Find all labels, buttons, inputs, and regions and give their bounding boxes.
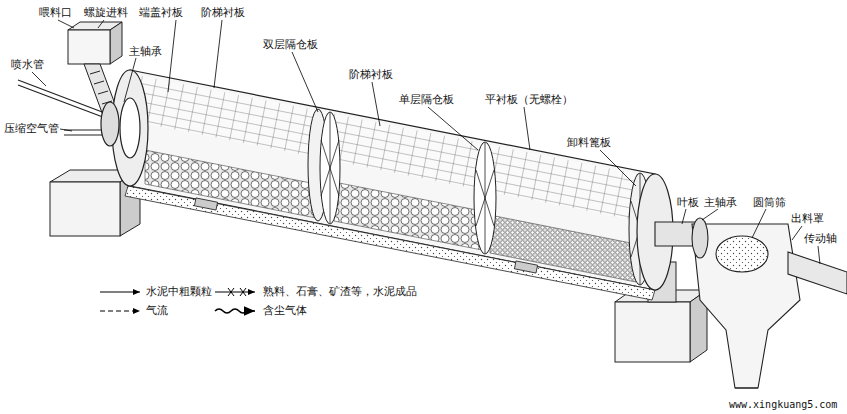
part-label: 圆筒筛 bbox=[752, 196, 787, 209]
part-label: 阶梯衬板 bbox=[348, 68, 394, 81]
part-label: 阶梯衬板 bbox=[200, 6, 246, 19]
part-label: 叶板 bbox=[676, 196, 700, 209]
part-label: 平衬板（无螺栓） bbox=[484, 93, 574, 106]
legend-text: 水泥中粗颗粒 bbox=[145, 285, 213, 298]
mill-ends bbox=[101, 70, 673, 290]
leader-lines bbox=[32, 20, 820, 264]
legend-text: 含尘气体 bbox=[262, 304, 308, 317]
part-label: 主轴承 bbox=[703, 196, 738, 209]
watermark: www.xingkuang5.com bbox=[728, 398, 838, 411]
part-label: 出料罩 bbox=[790, 212, 825, 225]
part-label: 压缩空气管 bbox=[3, 122, 60, 135]
legend-text: 气流 bbox=[145, 304, 169, 317]
part-label: 喷水管 bbox=[10, 58, 45, 71]
mill-shell bbox=[125, 70, 655, 300]
part-label: 单层隔仓板 bbox=[398, 93, 455, 106]
part-label: 螺旋进料 bbox=[83, 6, 129, 19]
part-label: 主轴承 bbox=[128, 45, 163, 58]
part-label: 端盖衬板 bbox=[138, 6, 184, 19]
part-label: 传动轴 bbox=[803, 232, 838, 245]
partition-plates bbox=[308, 109, 651, 285]
part-label: 卸料篦板 bbox=[566, 136, 612, 149]
drive-shaft bbox=[788, 252, 847, 294]
part-label: 双层隔仓板 bbox=[262, 38, 319, 51]
part-label: 喂料口 bbox=[38, 6, 73, 19]
legend-text: 熟料、石膏、矿渣等，水泥成品 bbox=[262, 285, 418, 298]
discharge-hood bbox=[655, 218, 800, 388]
